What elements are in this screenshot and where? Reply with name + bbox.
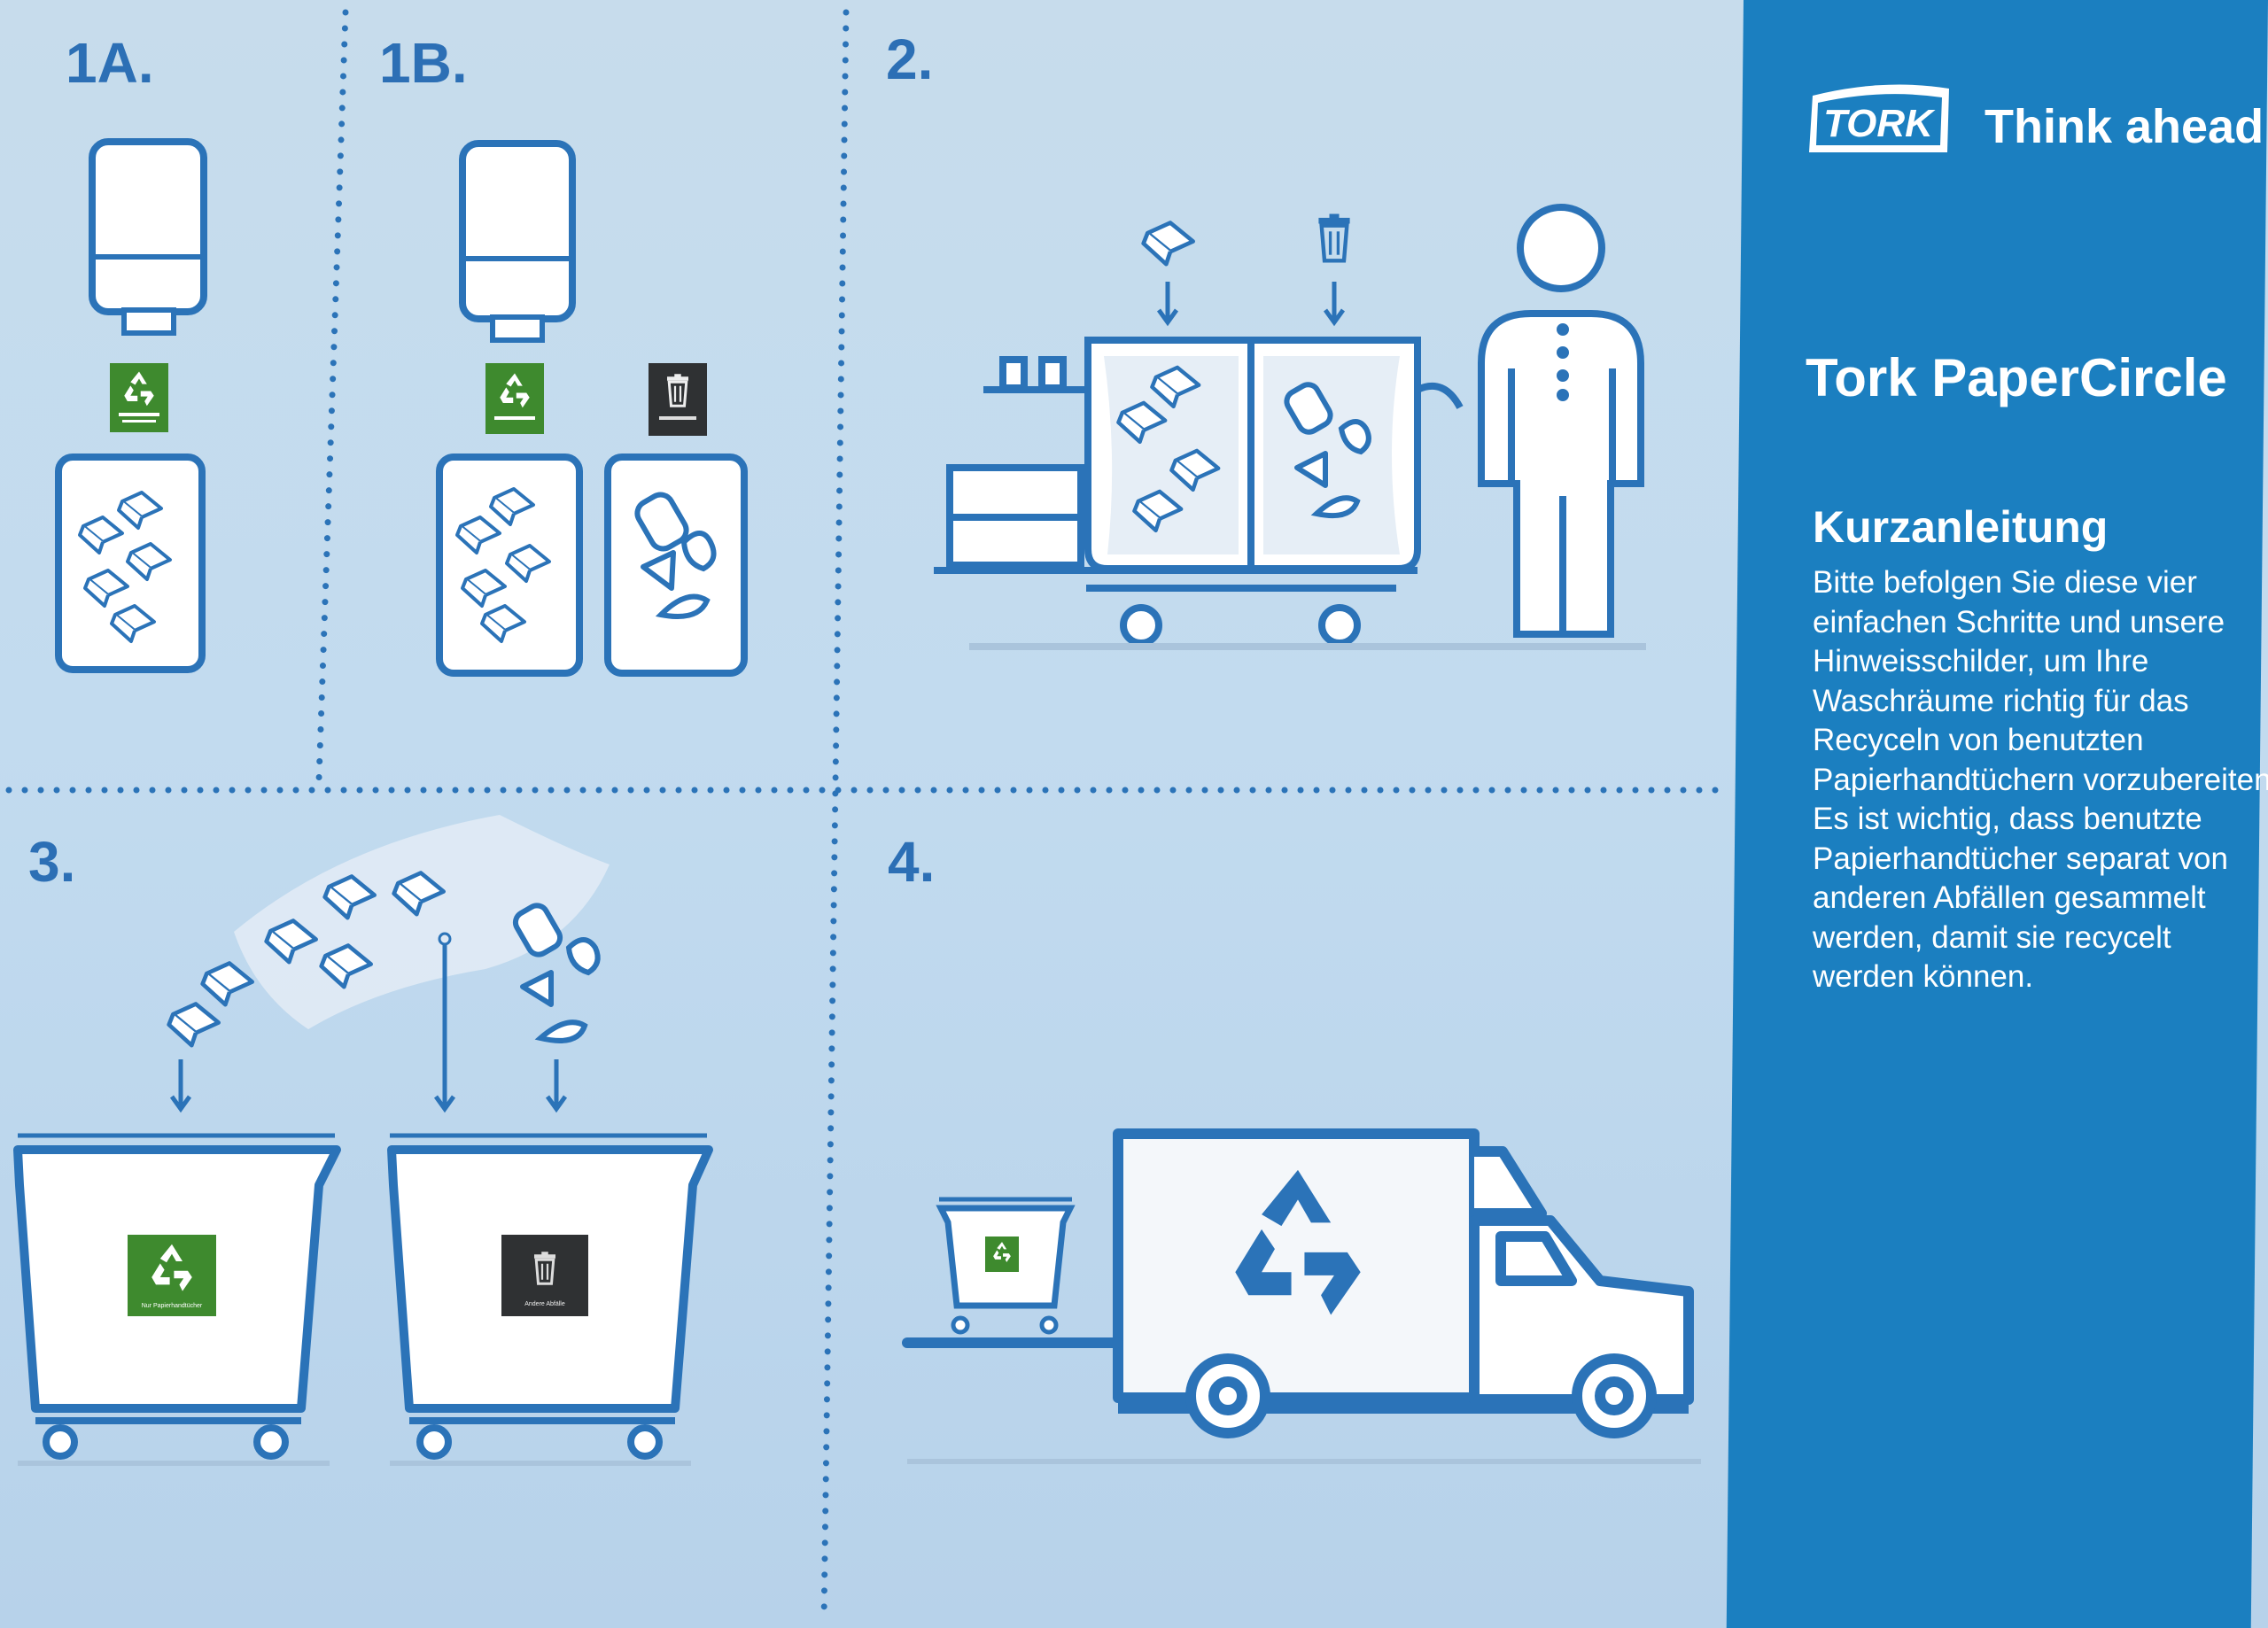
step-3-label: 3. [28,830,76,894]
guide-line: Papierhandtücher separat von [1813,841,2228,876]
dispenser-icon [89,138,207,336]
paper-towel-icon [1144,223,1193,327]
panel-1a-illustration [55,138,207,673]
paper-towel-sign-label: Nur Papierhandtücher [142,1303,203,1309]
guide-line: werden können. [1813,959,2034,994]
recycling-container-icon: Nur Papierhandtücher [13,1133,341,1466]
guide-line: Es ist wichtig, dass benutzte [1813,802,2202,836]
panel-4-illustration [902,1128,1701,1464]
quick-guide-text: Bitte befolgen Sie diese vier einfachen … [1813,563,2268,997]
panel-3-illustration: Nur Papierhandtücher Andere Abfälle [13,815,713,1466]
person-icon [1478,204,1644,638]
guide-line: Recyceln von benutzten [1813,723,2144,757]
small-container-icon [936,1197,1076,1335]
guide-line: Hinweisschilder, um Ihre [1813,644,2149,678]
guide-line: Waschräume richtig für das [1813,683,2189,718]
guide-line: Papierhandtüchern vorzubereiten. [1813,762,2268,797]
panel-1b-illustration [436,140,748,677]
paper-bin-icon [436,454,583,677]
sidebar: TORK Think ahead Tork PaperCircle Kurzan… [1763,0,2268,1628]
trash-sign-icon [649,363,707,436]
step-1a-label: 1A. [66,31,154,95]
panel-2-illustration [934,204,1646,650]
trash-icon [1318,214,1349,327]
recycle-sign-icon [110,363,168,432]
paper-bin-icon [55,454,206,673]
guide-line: Bitte befolgen Sie diese vier [1813,565,2197,600]
logo-text: TORK [1823,102,1936,145]
guide-line: anderen Abfällen gesammelt [1813,880,2206,915]
illustration-area: Nur Papierhandtücher Andere Abfälle [5,9,1731,1624]
waste-bin-icon [604,454,748,677]
guide-line: werden, damit sie recycelt [1813,919,2171,955]
recycle-sign-icon [485,363,544,434]
step-4-label: 4. [888,830,936,894]
waste-container-icon: Andere Abfälle [387,1133,713,1466]
waste-sign-label: Andere Abfälle [524,1301,565,1307]
tagline: Think ahead [1984,100,2264,153]
panel-dividers [5,9,1731,1624]
dispenser-icon [459,140,576,343]
tork-logo: TORK [1809,84,1949,152]
guide-line: einfachen Schritte und unsere [1813,604,2225,640]
step-1b-label: 1B. [379,31,468,95]
quick-guide-heading: Kurzanleitung [1813,502,2109,552]
step-2-label: 2. [886,27,934,91]
product-title: Tork PaperCircle [1806,348,2227,407]
